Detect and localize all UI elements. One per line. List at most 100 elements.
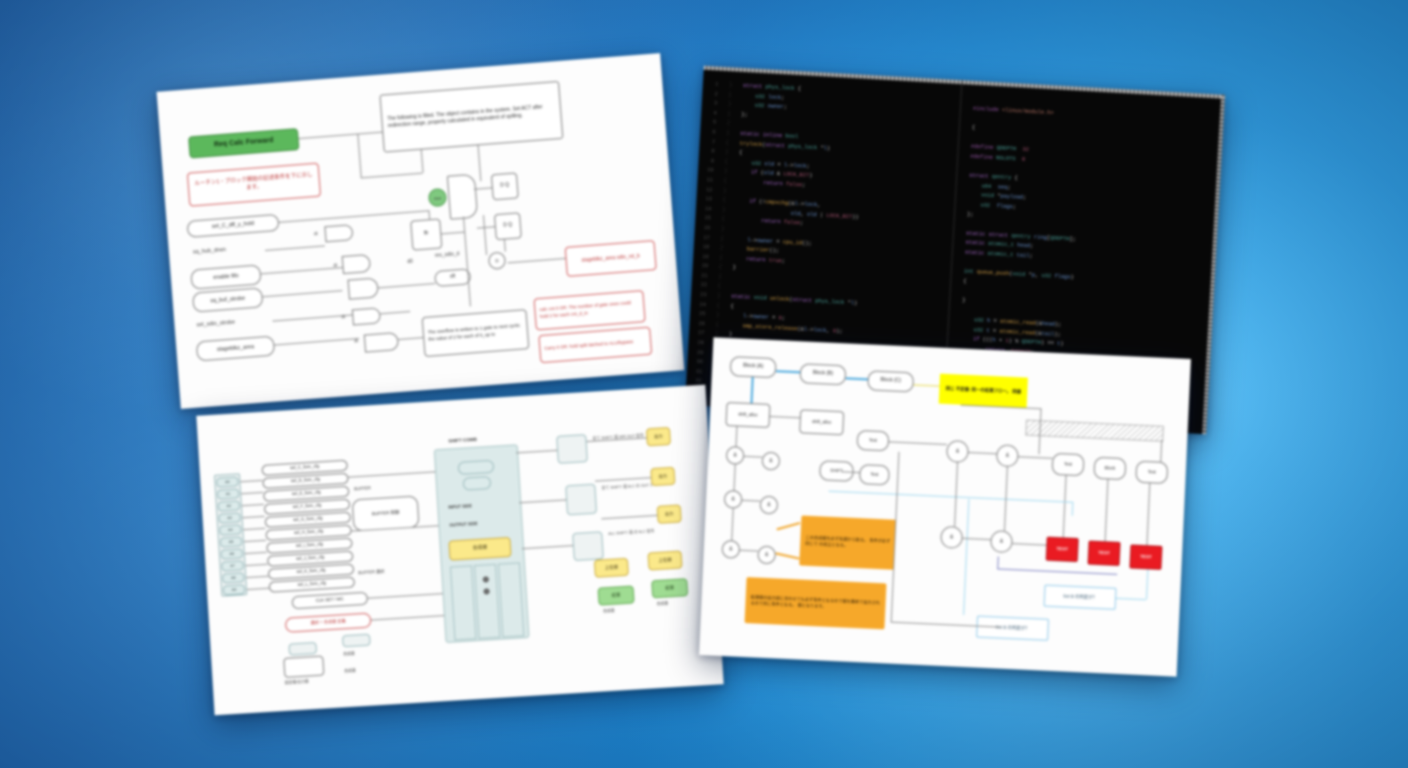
gate-and-2 (347, 277, 379, 300)
block-b: Block (B) (799, 363, 847, 386)
input-stageblkz-area: stageblkz_area (195, 335, 276, 362)
right-mux-3 (572, 531, 604, 562)
connector-note-down2 (420, 149, 424, 173)
center-node-composite: 合成値 (448, 536, 512, 561)
cyan-line-4 (1146, 569, 1149, 600)
center-module-inner-2 (473, 563, 501, 640)
pin-8: A8 (221, 572, 245, 584)
panel-block-diagram-bottom-left[interactable]: A0 A1 A2 A3 A4 A5 A6 A7 A8 A9 sel_C_func… (196, 384, 724, 716)
hatched-region (1025, 419, 1164, 442)
arrow-b-c (845, 377, 868, 381)
label-sel-sdio-strobe: sel_sdio_strobe (196, 319, 236, 329)
block-c: Block (C) (867, 370, 915, 393)
wire-v-mid-2 (463, 216, 471, 307)
gate-col-line-3 (731, 508, 734, 541)
right-note-2: 全て SHIFT: 段 B,C の OUT 1 (601, 482, 653, 491)
bus-label-1: BUFFER (353, 485, 371, 492)
wire-struct-1 (888, 441, 947, 446)
mid-test-box-1: Test (856, 429, 890, 452)
note-red-top-left: ルーチン1・ブロック開始の記述条件を下に示します。 (186, 162, 322, 207)
bottom-block-2-label2: 合成値 (344, 668, 356, 674)
label-gate-3: dt (341, 314, 346, 320)
bottom-block-1-label: 設定値/出力値 (284, 679, 309, 685)
label-d0: d0 (407, 258, 414, 266)
gate-row-line-2 (742, 499, 761, 502)
wire-to-output-note (507, 257, 566, 264)
node-mux-select: mux (427, 187, 448, 208)
wire-right-3-down (1146, 483, 1151, 546)
wire-center-right-2 (519, 499, 567, 504)
node-req-calc-forward: Req Calc Forward (188, 128, 300, 159)
node-dq-1: D Q (490, 172, 519, 201)
center-module-title: SHIFT COMB (448, 436, 478, 444)
bottom-block-2-label: 合成値 (343, 651, 355, 657)
wire-struct-3 (1018, 456, 1053, 459)
bus-label-3: BUFFER 選択 (358, 568, 385, 576)
wire-v-mid-3 (482, 215, 488, 256)
wire-pin-4 (243, 527, 266, 531)
panel-block-diagram-top-left[interactable]: Req Calc Forward ルーチン1・ブロック開始の記述条件を下に示しま… (156, 53, 685, 409)
pin-6: A6 (220, 548, 244, 560)
gate-node-3: & (723, 489, 743, 509)
pin-0: A0 (216, 476, 239, 488)
bottom-block-1-body (283, 655, 325, 678)
label-sq-hub-drwn: sq_hub_drwn (192, 246, 227, 256)
gate-node-6: & (757, 545, 777, 565)
wire-right-1-down (1062, 475, 1067, 538)
note-top-description: The following is filled. The object cont… (379, 80, 564, 153)
input-enable-fifo: enable fifo (190, 264, 262, 290)
center-module-top-node2 (462, 475, 492, 491)
wire-pin-1 (241, 491, 264, 495)
center-gate-2: & (995, 444, 1019, 468)
wire-in6 (274, 338, 360, 346)
gate-and-1 (341, 253, 371, 275)
orange-connector-2 (775, 552, 800, 560)
gate-or-1 (324, 224, 354, 243)
editor-code-left[interactable]: struct phys_lock { u32 lock; u32 owner; … (728, 82, 859, 339)
wire-pin-8 (246, 575, 269, 579)
right-note-3: ALL SHIFT: 段 の B,C 信号 (608, 528, 655, 536)
gate-node-4: & (759, 495, 779, 515)
shift-alloc-box-2: shift_alloc (799, 409, 845, 436)
connector-note-right (360, 172, 423, 179)
gate-or-2 (363, 332, 400, 353)
center-module-inner-1 (449, 565, 477, 641)
orange-note-1: この合成値を必ず先頭から取る。 条件が必ず 同じで の成立となる。 (799, 515, 897, 570)
pin-1: A1 (216, 488, 240, 500)
note-bottom-overflow: The overflow is written to 1 gate to nex… (421, 309, 530, 358)
right-bottom-tag-2: 上位値 (647, 550, 683, 571)
pin-7: A7 (221, 560, 244, 572)
red-test-box-3: TEST (1129, 544, 1163, 570)
right-mux-2 (565, 483, 598, 516)
center-gate-4: & (990, 530, 1013, 554)
pin-5: A5 (219, 536, 243, 548)
wire-pin-2 (241, 503, 264, 507)
label-gate-2: dt (333, 262, 338, 268)
right-bottom-note-1: 合成値 (602, 608, 615, 614)
pin-9: A9 (222, 584, 246, 596)
wire-right-2-down (1104, 479, 1109, 542)
right-bottom-tag-1: 上位値 (593, 557, 629, 578)
gate-xor-1 (351, 307, 381, 326)
wire-in3 (260, 266, 346, 275)
right-tag-3: 出力 (656, 504, 682, 524)
wire-pin-0 (240, 479, 263, 483)
wire-mux-dq1 (473, 187, 492, 190)
panel-flow-diagram-bottom-right[interactable]: Block (A) Block (B) Block (C) 同じ 不定値: 同一… (699, 337, 1191, 677)
wire-pin-5 (244, 539, 267, 543)
connector-start-to-note (298, 131, 383, 140)
wire-left-center-3 (367, 593, 443, 599)
gate-node-1: & (725, 446, 745, 465)
gate-col-line-2 (733, 464, 736, 491)
center-module-top-node (457, 459, 495, 475)
cyan-line-3 (963, 499, 970, 615)
label-res-sdio-d: res_sdio_d (434, 251, 460, 259)
wire-left-center-4 (371, 615, 445, 621)
wire-struct-6 (954, 462, 959, 527)
node-d-small: D (487, 251, 507, 270)
wire-pin-6 (244, 551, 267, 555)
pin-3: A3 (218, 512, 241, 524)
clk-set-box: CLK SET / WC (291, 591, 369, 610)
red-test-box-2: TEST (1087, 540, 1121, 566)
note-output-red: stageblkz_area sdio_rst_b (564, 240, 657, 277)
